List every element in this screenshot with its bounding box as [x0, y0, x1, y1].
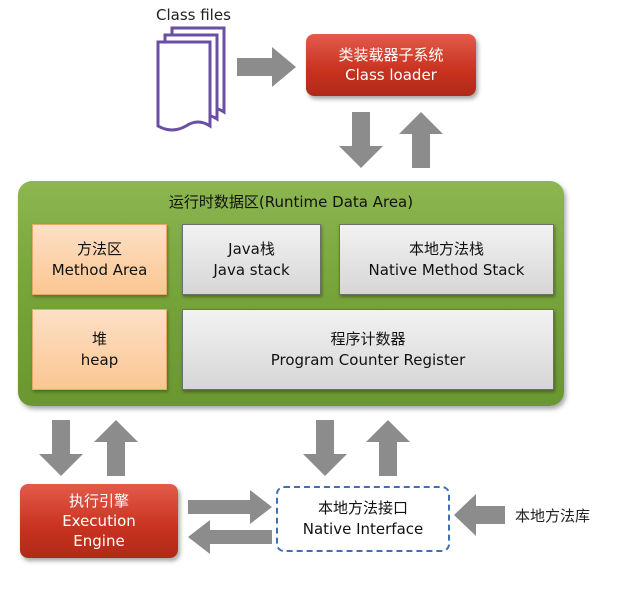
arrow-loader-down [339, 112, 383, 168]
method-area-box: 方法区 Method Area [32, 224, 167, 295]
arrow-engine-to-native [188, 490, 272, 524]
execution-engine-en2: Engine [73, 532, 125, 550]
program-counter-zh: 程序计数器 [330, 329, 406, 348]
class-loader-en: Class loader [345, 66, 437, 84]
execution-engine-box: 执行引擎 Execution Engine [20, 484, 178, 558]
class-files-icon [156, 26, 226, 132]
java-stack-zh: Java栈 [228, 239, 275, 258]
native-method-stack-en: Native Method Stack [368, 260, 525, 279]
program-counter-box: 程序计数器 Program Counter Register [182, 309, 554, 390]
native-method-stack-box: 本地方法栈 Native Method Stack [339, 224, 554, 295]
arrow-files-to-loader [237, 47, 296, 87]
native-interface-box: 本地方法接口 Native Interface [276, 486, 450, 552]
native-interface-zh: 本地方法接口 [317, 499, 408, 517]
class-loader-box: 类装载器子系统 Class loader [306, 34, 476, 96]
arrow-runtime-to-native [303, 420, 347, 476]
heap-zh: 堆 [91, 329, 107, 348]
arrow-native-to-engine [188, 520, 272, 554]
arrow-engine-to-runtime [94, 420, 138, 476]
method-area-en: Method Area [51, 260, 148, 279]
java-stack-box: Java栈 Java stack [182, 224, 321, 295]
native-library-label: 本地方法库 [515, 507, 591, 525]
java-stack-en: Java stack [213, 260, 290, 279]
runtime-data-area-title: 运行时数据区(Runtime Data Area) [168, 193, 414, 211]
heap-box: 堆 heap [32, 309, 167, 390]
method-area-zh: 方法区 [76, 239, 122, 258]
native-interface-en: Native Interface [302, 520, 424, 538]
arrow-loader-up [399, 112, 443, 168]
native-method-stack-zh: 本地方法栈 [408, 239, 484, 258]
class-files-label: Class files [156, 6, 231, 24]
execution-engine-en1: Execution [62, 512, 136, 530]
heap-en: heap [80, 350, 119, 369]
arrow-library-to-native [454, 494, 505, 536]
execution-engine-zh: 执行引擎 [68, 492, 129, 510]
arrow-native-to-runtime [366, 420, 410, 476]
program-counter-en: Program Counter Register [270, 350, 466, 369]
arrow-runtime-to-engine [39, 420, 83, 476]
class-loader-zh: 类装载器子系统 [338, 46, 444, 64]
